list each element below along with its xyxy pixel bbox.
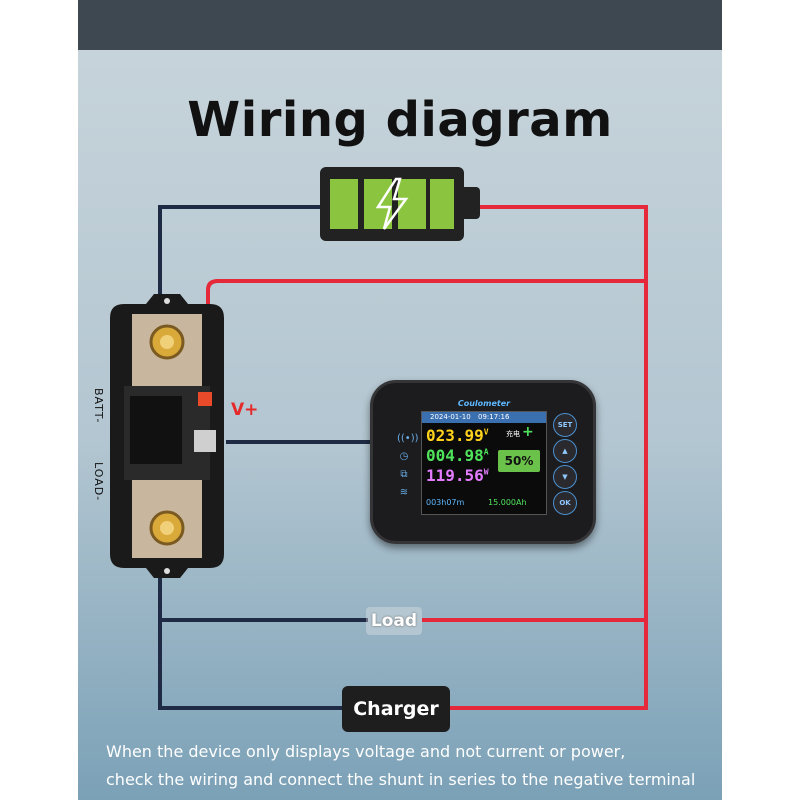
battery-terminal-cap xyxy=(464,187,480,219)
battery-positive-wire xyxy=(450,205,648,710)
note-line-1: When the device only displays voltage an… xyxy=(106,742,626,761)
meter-screen: Coulometer 2024-01-10 09:17:16 023.99V 0… xyxy=(421,399,547,515)
up-button[interactable]: ▲ xyxy=(553,439,577,463)
soc-badge: 50% xyxy=(498,450,540,472)
wiring xyxy=(158,205,648,710)
vplus-label: V+ xyxy=(231,400,259,420)
charging-plus-icon: + xyxy=(522,424,534,440)
down-button[interactable]: ▼ xyxy=(553,465,577,489)
signal-icon: ((•)) xyxy=(397,433,419,444)
shunt-device xyxy=(110,294,224,578)
capacity-readout: 15.000Ah xyxy=(488,498,527,507)
current-readout: 004.98A xyxy=(426,446,489,465)
wifi-icon: ≋ xyxy=(399,487,409,498)
load-icon: Load xyxy=(366,607,422,635)
batt-negative-label: BATT- xyxy=(92,388,105,424)
charging-label: 充电 xyxy=(506,430,520,438)
meter-brand: Coulometer xyxy=(457,399,511,408)
meter-status-bar: 2024-01-10 09:17:16 xyxy=(422,412,546,423)
diagram-panel: Wiring diagram V+ BATT- xyxy=(78,0,722,800)
coulometer-device: ((•)) ◷ ⧉ ≋ Coulometer 2024-01-10 09:17:… xyxy=(370,380,596,544)
note-line-2: check the wiring and connect the shunt i… xyxy=(106,770,696,789)
battery-cell xyxy=(430,179,454,229)
power-readout: 119.56W xyxy=(426,466,489,485)
clock-icon: ◷ xyxy=(399,451,409,462)
header-bar xyxy=(78,0,722,50)
load-negative-label: LOAD- xyxy=(92,462,105,502)
meter-date: 2024-01-10 xyxy=(430,413,471,421)
battery-cell xyxy=(330,179,358,229)
charger-box: Charger xyxy=(342,686,450,732)
runtime-readout: 003h07m xyxy=(426,498,465,507)
device-icon: ⧉ xyxy=(400,469,408,480)
page-title: Wiring diagram xyxy=(187,92,613,148)
set-button[interactable]: SET xyxy=(553,413,577,437)
battery-icon xyxy=(320,167,464,241)
voltage-readout: 023.99V xyxy=(426,426,489,445)
battery-negative-wire xyxy=(158,205,320,322)
vplus-wire xyxy=(206,279,646,408)
ok-button[interactable]: OK xyxy=(553,491,577,515)
meter-time: 09:17:16 xyxy=(478,413,510,421)
lightning-bolt-icon xyxy=(375,177,409,230)
charger-negative-wire xyxy=(158,620,342,710)
